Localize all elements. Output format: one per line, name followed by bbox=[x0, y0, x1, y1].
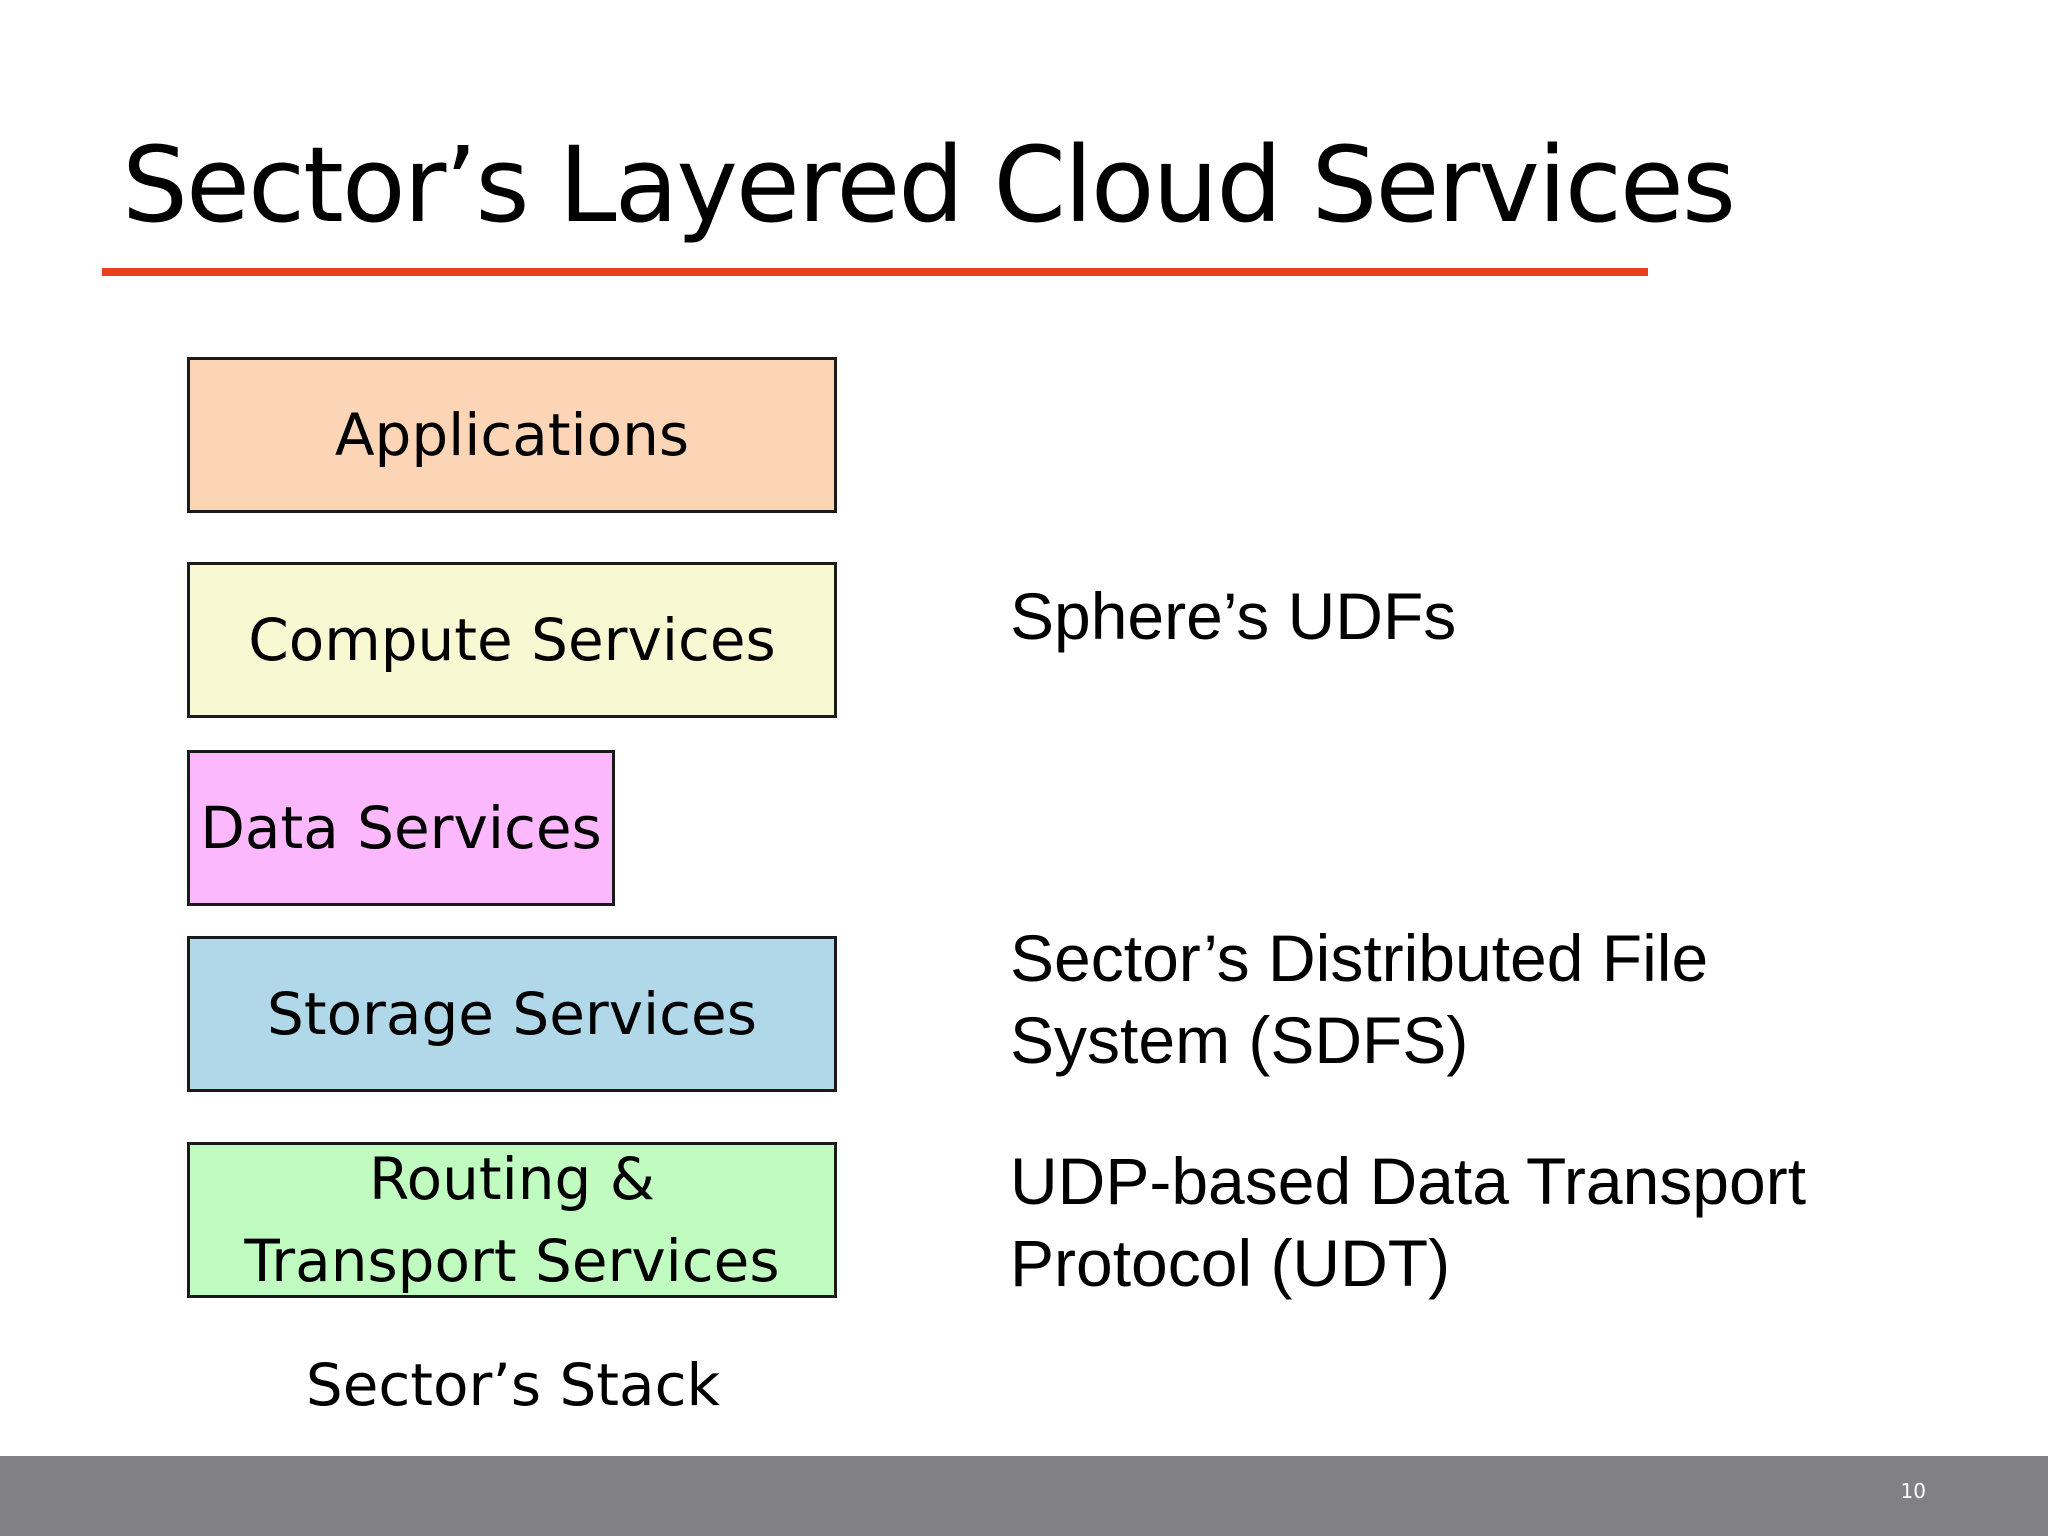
slide-title: Sector’s Layered Cloud Services bbox=[122, 124, 1736, 246]
storage-description: Sector’s Distributed File System (SDFS) bbox=[1010, 921, 1709, 1077]
footer-bar: 10 bbox=[0, 1456, 2048, 1536]
page-number: 10 bbox=[1900, 1479, 1926, 1503]
transport-description: UDP-based Data Transport Protocol (UDT) bbox=[1010, 1144, 1807, 1300]
layer-applications: Applications bbox=[187, 357, 837, 513]
stack-caption: Sector’s Stack bbox=[305, 1351, 721, 1419]
layer-compute-services: Compute Services bbox=[187, 562, 837, 718]
layer-routing-transport-services: Routing & Transport Services bbox=[187, 1142, 837, 1298]
layer-storage-services: Storage Services bbox=[187, 936, 837, 1092]
layer-data-services: Data Services bbox=[187, 750, 615, 906]
title-underline bbox=[102, 268, 1648, 276]
compute-description: Sphere’s UDFs bbox=[1010, 579, 1457, 653]
